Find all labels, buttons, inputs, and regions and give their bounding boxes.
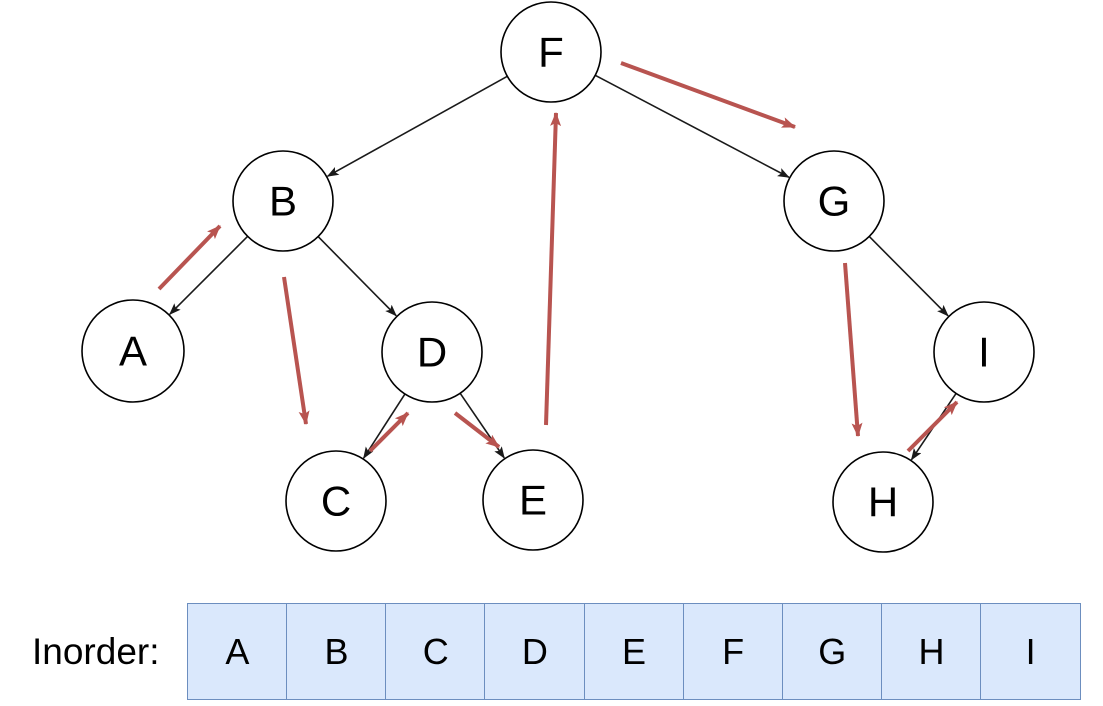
- traversal-arrow-B-C: [282, 276, 310, 425]
- inorder-cell: B: [286, 603, 387, 700]
- traversal-arrow-C-D: [368, 411, 410, 453]
- inorder-cell: H: [881, 603, 982, 700]
- inorder-cell: I: [980, 603, 1081, 700]
- tree-node-label-D: D: [417, 329, 447, 376]
- traversal-arrow-F-G: [620, 61, 796, 129]
- tree-node-label-G: G: [818, 178, 851, 225]
- tree-nodes-layer: F B G A D C E I H: [81, 1, 1035, 553]
- tree-node-label-C: C: [321, 478, 351, 525]
- inorder-cell: D: [484, 603, 586, 700]
- tree-edge-F-B: [326, 75, 508, 177]
- tree-edges-layer: [169, 74, 957, 461]
- tree-node-label-E: E: [519, 477, 547, 524]
- tree-edge-F-G: [594, 74, 790, 178]
- tree-node-label-I: I: [978, 329, 990, 376]
- inorder-cell: G: [781, 603, 883, 700]
- inorder-result-row: Inorder: A B C D E F G H I: [0, 603, 1103, 700]
- inorder-cell: C: [385, 603, 487, 700]
- tree-node-G: [783, 150, 885, 252]
- tree-edge-D-C: [362, 393, 406, 459]
- tree-node-label-H: H: [868, 479, 898, 526]
- tree-edge-B-A: [169, 235, 249, 315]
- tree-node-I: [933, 301, 1035, 403]
- tree-node-label-B: B: [269, 178, 297, 225]
- inorder-cell: F: [682, 603, 784, 700]
- tree-edge-B-D: [317, 236, 397, 317]
- tree-edge-G-I: [868, 235, 949, 317]
- inorder-traversal-arrows-layer: [157, 61, 959, 453]
- traversal-arrow-E-F: [544, 112, 562, 426]
- tree-node-D: [381, 301, 483, 403]
- tree-node-E: [482, 449, 584, 551]
- tree-node-B: [232, 150, 334, 252]
- tree-node-A: [81, 299, 185, 403]
- tree-node-label-A: A: [119, 328, 147, 375]
- traversal-arrow-G-H: [843, 262, 863, 437]
- inorder-cell: A: [187, 603, 288, 700]
- tree-node-C: [285, 450, 387, 552]
- inorder-cells-strip: A B C D E F G H I: [187, 603, 1081, 700]
- tree-node-F: [500, 1, 602, 103]
- tree-node-label-F: F: [538, 29, 564, 76]
- inorder-row-label: Inorder:: [32, 630, 160, 672]
- tree-node-H: [832, 451, 934, 553]
- traversal-arrow-H-I: [906, 400, 959, 453]
- traversal-arrow-A-B: [157, 224, 222, 291]
- traversal-arrow-D-E: [453, 411, 501, 449]
- inorder-cell: E: [583, 603, 685, 700]
